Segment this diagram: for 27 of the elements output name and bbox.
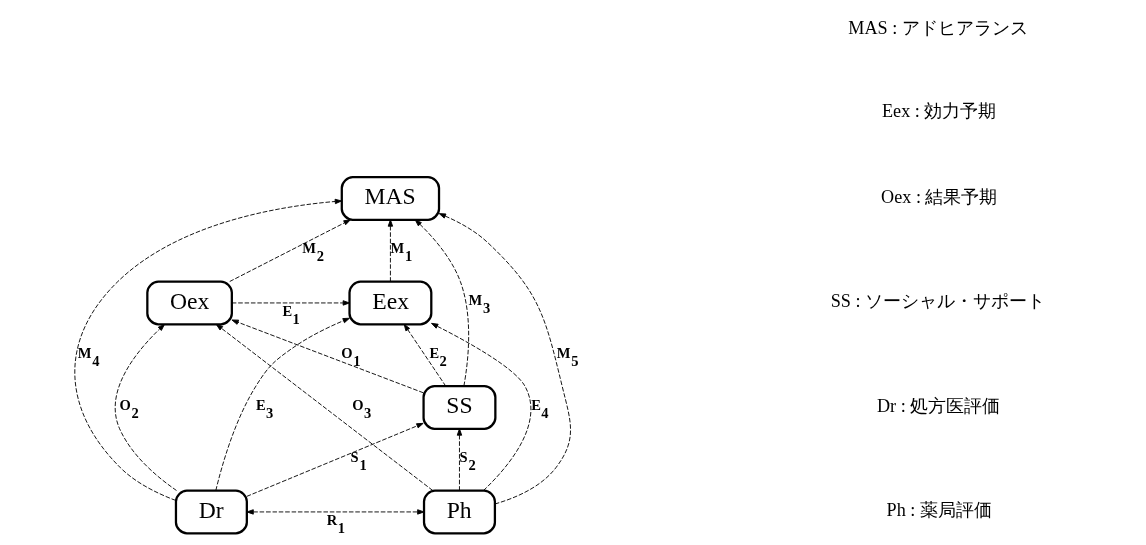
node-box: Ph [422,489,496,535]
label: MAS : アドヒアランス [847,18,1028,39]
node-box: Eex [347,280,432,326]
arrow [246,509,424,515]
arrow [230,319,424,394]
arrow [215,323,433,491]
arrow [214,317,350,491]
node-box: MAS [340,175,440,221]
arrow [246,422,424,497]
arrow [228,219,351,282]
arrow [387,219,393,282]
label: Ph : 薬局評価 [886,500,992,521]
label: Dr : 処方医評価 [876,395,1000,416]
arrow [430,322,531,491]
arrow [114,324,177,491]
label: SS : ソーシャル・サポート [830,291,1045,312]
node-box: Oex [145,280,233,326]
arrow [414,219,469,387]
arrow [403,323,446,387]
arrow [456,428,462,491]
node-box: SS [421,384,496,430]
node-box: Dr [174,489,248,535]
arrow [73,198,342,501]
label: Eex : 効力予期 [881,101,996,122]
arrow [438,213,571,505]
arrow [230,300,350,306]
label: Oex : 結果予期 [880,186,997,207]
